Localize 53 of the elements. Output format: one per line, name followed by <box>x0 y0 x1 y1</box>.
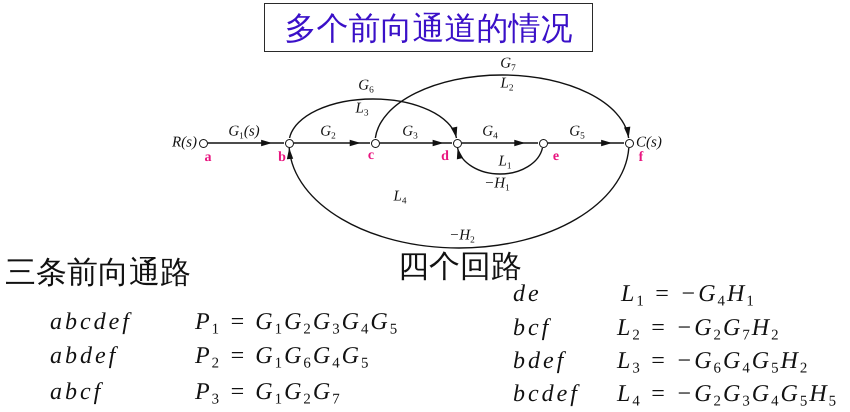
branch-arrow <box>288 148 630 249</box>
node-letter: d <box>441 150 449 164</box>
node-letter: f <box>638 151 644 165</box>
node-letter: e <box>552 150 560 164</box>
node-circle <box>198 138 208 148</box>
loop-path: bcf <box>513 316 552 340</box>
node-letter: a <box>204 151 212 165</box>
signal-label: R(s) <box>172 136 197 150</box>
gain-formula: P$_{3}$ = G$_{1}$G$_{2}$G$_{7}$ <box>195 380 342 404</box>
loop-path: bcdef <box>513 382 580 406</box>
edge-label: G$_{5}$ <box>568 124 586 140</box>
path-name: abcf <box>50 380 104 404</box>
edge-label: G$_{1}$(s) <box>227 124 261 140</box>
node-circle <box>538 138 548 148</box>
signal-label: C(s) <box>636 136 662 150</box>
path-name: abcdef <box>50 310 132 334</box>
loop-label: L$_{3}$ <box>356 102 368 116</box>
branch-arrow <box>288 98 458 138</box>
branch-arrow <box>456 148 544 175</box>
branch-arrow <box>294 140 370 146</box>
loop-path: bdef <box>513 349 566 373</box>
loop-label: L$_{1}$ <box>498 154 512 170</box>
section-heading: 三条前向通路 <box>5 258 191 288</box>
edge-label: −H$_{2}$ <box>448 228 476 244</box>
edge-label: G$_{7}$ <box>499 56 517 72</box>
node-letter: b <box>278 151 286 165</box>
edge-label: G$_{6}$ <box>357 78 375 94</box>
node-circle <box>284 138 294 148</box>
branch-arrow <box>208 140 284 146</box>
gain-formula: L$_{4}$ = −G$_{2}$G$_{3}$G$_{4}$G$_{5}$H$_{5}$ <box>617 382 838 406</box>
loop-label: L$_{2}$ <box>500 76 514 92</box>
branch-arrow <box>462 140 538 146</box>
branch-arrow <box>548 140 624 146</box>
loop-label: L$_{4}$ <box>394 190 406 204</box>
path-name: abdef <box>50 344 118 368</box>
gain-formula: L$_{2}$ = −G$_{2}$G$_{7}$H$_{2}$ <box>617 316 781 340</box>
gain-formula: L$_{3}$ = −G$_{6}$G$_{4}$G$_{5}$H$_{2}$ <box>617 349 810 373</box>
gain-formula: P$_{1}$ = G$_{1}$G$_{2}$G$_{3}$G$_{4}$G$_{5}$ <box>195 310 400 334</box>
node-circle <box>452 138 462 148</box>
node-letter: c <box>368 149 374 163</box>
branch-arrow <box>380 140 452 146</box>
gain-formula: P$_{2}$ = G$_{1}$G$_{6}$G$_{4}$G$_{5}$ <box>195 344 370 368</box>
slide-title: 多个前向通道的情况 <box>264 3 593 52</box>
node-circle <box>624 138 634 148</box>
loop-path: de <box>513 282 542 306</box>
section-heading: 四个回路 <box>398 252 522 282</box>
node-circle <box>370 138 380 148</box>
branch-arrow <box>374 74 630 138</box>
edge-label: −H$_{1}$ <box>483 176 511 192</box>
edge-label: G$_{4}$ <box>481 124 499 140</box>
edge-label: G$_{2}$ <box>319 124 337 140</box>
edge-label: G$_{3}$ <box>401 124 419 140</box>
gain-formula: L$_{1}$ = −G$_{4}$H$_{1}$ <box>621 282 756 306</box>
